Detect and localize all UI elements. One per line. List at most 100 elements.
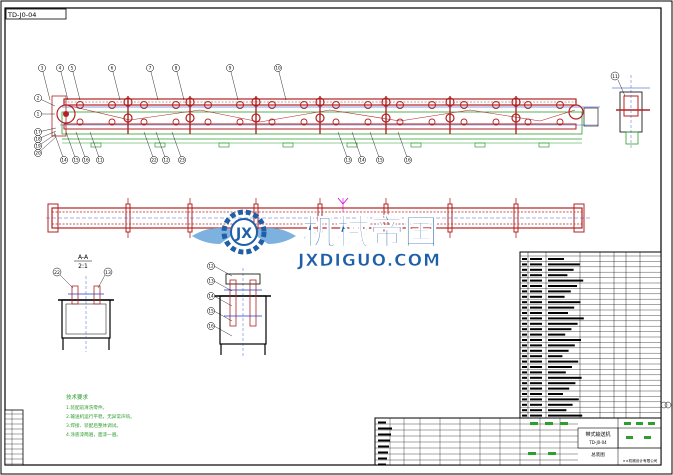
balloon <box>226 64 234 72</box>
lower-idler <box>332 118 340 126</box>
bom-code-mark <box>530 268 542 271</box>
tech-req-line-2: 2.输送机运行平稳，无异常声响。 <box>66 413 135 420</box>
section-a: A-A 2:1 22 13 <box>52 254 114 352</box>
lower-idler <box>300 118 308 126</box>
watermark-logo: JX <box>192 209 296 255</box>
upper-idler <box>236 101 244 109</box>
sec-b-leader <box>213 310 233 322</box>
lower-idler <box>76 118 84 126</box>
bom-no-mark <box>522 393 527 395</box>
tb-text-mark <box>378 421 386 424</box>
bom-code-mark <box>530 414 542 417</box>
leg-joint <box>185 97 195 107</box>
sec-b-leader <box>213 325 233 337</box>
title-block-grid <box>375 418 661 466</box>
bom-table <box>519 251 662 419</box>
frame-feet <box>90 142 550 148</box>
leg-joint <box>381 97 391 107</box>
title-sub: 总装图 <box>591 451 605 458</box>
bom-code-mark <box>530 376 542 379</box>
bom-no-mark <box>522 360 527 363</box>
title-company-cell <box>617 427 662 449</box>
bom-code-mark <box>530 360 542 363</box>
bom-text-mark <box>548 398 579 401</box>
sec-a-leader-1 <box>59 274 74 289</box>
bom-text-mark <box>548 274 568 277</box>
balloon <box>34 149 42 157</box>
gear-icon <box>221 209 267 255</box>
upper-idler <box>300 101 308 109</box>
balloon-label: 9 <box>229 66 232 71</box>
tech-req-line-3: 3.焊接、装配后整体调试。 <box>66 422 121 429</box>
bom-text-mark <box>548 344 575 347</box>
bom-text-mark <box>548 333 566 336</box>
leader-line <box>277 67 287 101</box>
balloon <box>172 64 180 72</box>
bom-text-mark <box>548 409 567 412</box>
bom-no-mark <box>522 290 527 293</box>
leg-joint <box>445 97 455 107</box>
leader-line <box>369 131 381 161</box>
idler-rollers <box>76 101 564 126</box>
balloon-label: 20 <box>35 151 41 156</box>
balloon <box>404 156 412 164</box>
balloon-label: 18 <box>35 137 41 142</box>
lower-idler <box>492 118 500 126</box>
bom-text-mark <box>548 393 563 395</box>
bom-code-mark <box>530 387 542 390</box>
sec-b-balloon <box>207 322 215 330</box>
leader-line <box>143 131 155 161</box>
balloon-label: 15 <box>73 158 79 163</box>
lower-idler <box>172 118 180 126</box>
upper-idler <box>204 101 212 109</box>
leg-joint <box>251 97 261 107</box>
bom-no-mark <box>522 339 527 341</box>
bom-code-mark <box>530 285 542 287</box>
bom-no-mark <box>522 333 527 336</box>
leader-line <box>397 131 409 161</box>
side-balloon <box>610 71 620 81</box>
sec-b-chain-l <box>229 279 237 327</box>
tb-green-mark <box>644 436 651 439</box>
leg-joint <box>123 113 133 123</box>
bom-no-mark <box>522 263 527 266</box>
tech-req-line-1: 1.装配前清洗零件。 <box>66 404 107 411</box>
bom-text-mark <box>548 322 578 325</box>
bom-no-mark <box>522 328 527 331</box>
balloon <box>274 64 282 72</box>
bom-code-mark <box>530 295 542 298</box>
lower-idler <box>364 118 372 126</box>
foot <box>538 142 550 148</box>
tb-green-mark <box>626 436 633 439</box>
sec-b-balloon <box>207 262 215 270</box>
bom-no-mark <box>522 387 527 390</box>
sec-b-chain-r <box>249 279 257 327</box>
bom-text-mark <box>548 371 566 374</box>
bom-outline <box>519 251 662 419</box>
bom-code-mark <box>530 398 542 401</box>
bom-code-mark <box>530 333 542 336</box>
balloon-label: 3 <box>41 66 44 71</box>
tb-text-mark <box>378 427 392 430</box>
lower-idler <box>268 118 276 126</box>
upper-idler <box>556 101 564 109</box>
bom-no-mark <box>522 414 527 417</box>
leader-line <box>41 67 51 101</box>
foot <box>346 142 358 148</box>
balloon <box>376 156 384 164</box>
foot <box>410 142 422 148</box>
bom-text-mark <box>548 387 570 390</box>
corner-mark <box>660 401 668 409</box>
tb-text-mark <box>378 463 386 466</box>
side-balloon-label: 11 <box>612 74 618 80</box>
plan-tail <box>47 203 59 233</box>
sec-a-balloon-2-label: 13 <box>105 270 111 276</box>
balloon-label: 8 <box>175 66 178 71</box>
tb-text-mark <box>378 439 390 442</box>
bom-no-mark <box>522 312 527 314</box>
upper-idler <box>460 101 468 109</box>
balloon-label: 6 <box>111 66 114 71</box>
leg-joint <box>185 113 195 123</box>
watermark-cn: 机械帝国 <box>302 213 438 253</box>
